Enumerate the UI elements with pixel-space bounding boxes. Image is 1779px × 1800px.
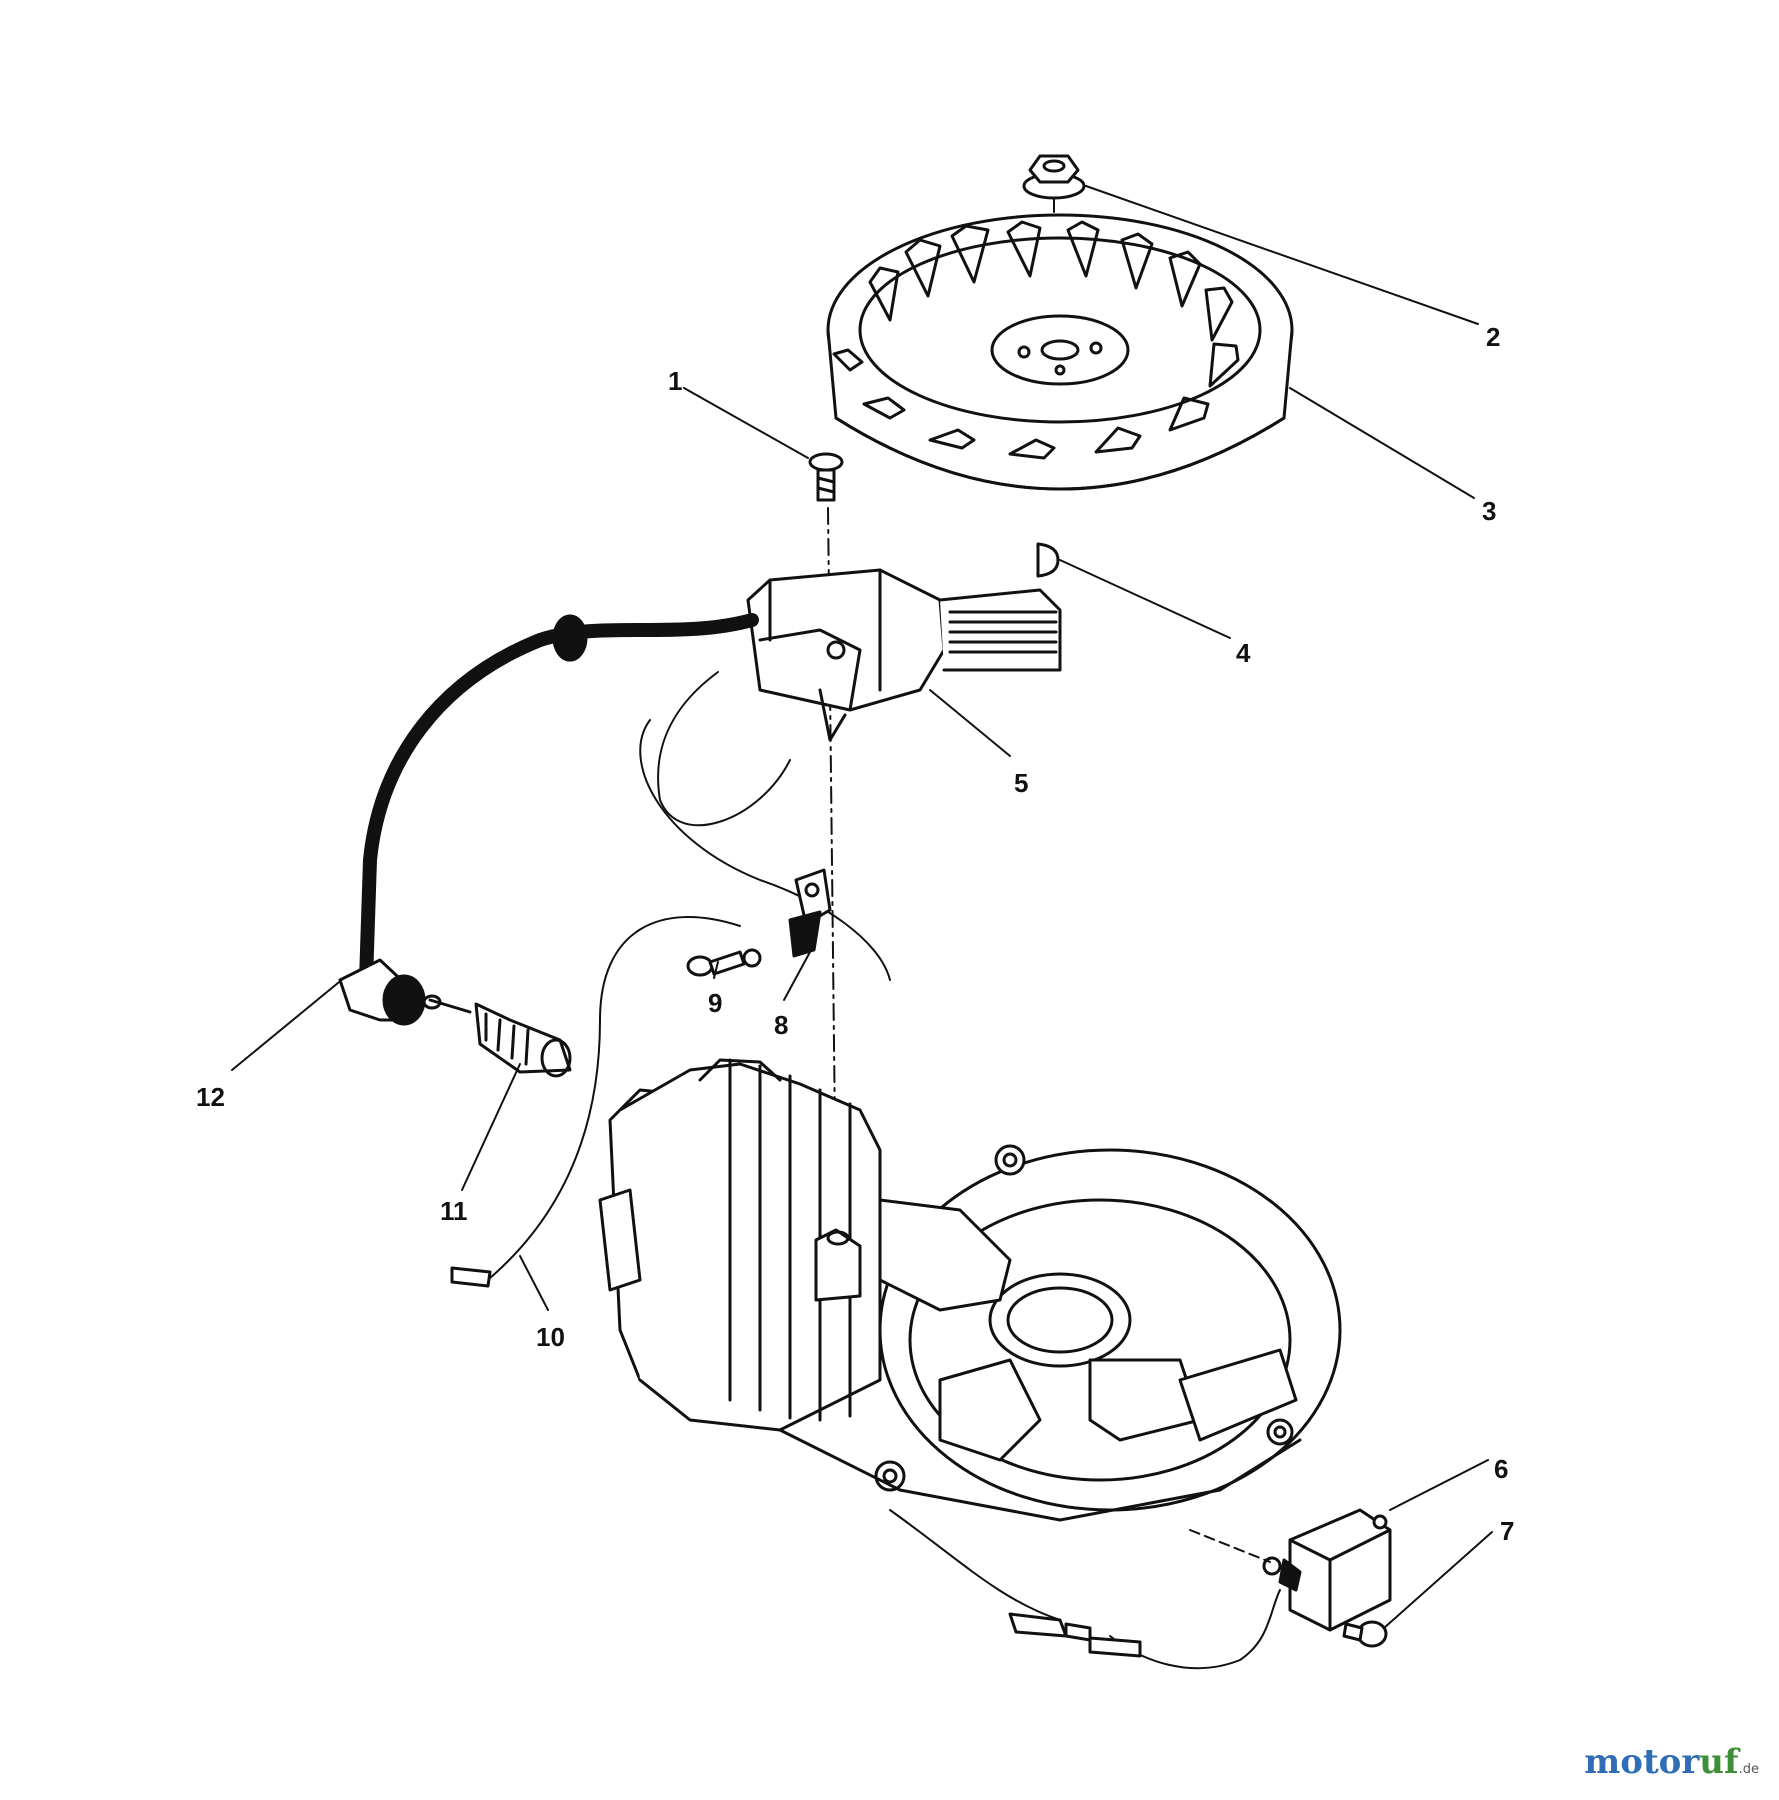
watermark-suffix: .de [1738, 1762, 1759, 1777]
callout-label-5: 5 [1014, 768, 1028, 798]
module-ground-wire [657, 671, 791, 827]
leader-9 [713, 961, 719, 979]
screw-part-1 [808, 452, 844, 502]
callout-label-6: 6 [1494, 1454, 1508, 1484]
callout-label-12: 12 [196, 1082, 225, 1112]
spark-plug [422, 994, 572, 1078]
watermark-part1: motor [1584, 1742, 1700, 1782]
callout-label-9: 9 [708, 988, 722, 1018]
leader-lines [231, 185, 1493, 1629]
ignition-module [746, 568, 1062, 742]
engine-block [598, 1058, 1342, 1522]
callout-labels: 1 2 3 4 5 6 7 8 9 10 11 12 [196, 322, 1514, 1546]
watermark-part2: uf [1699, 1742, 1739, 1782]
flange-nut [1022, 154, 1086, 200]
callout-label-2: 2 [1486, 322, 1500, 352]
leader-7 [1383, 1531, 1493, 1629]
switch-alignment-line [1189, 1529, 1271, 1563]
leader-4 [1059, 559, 1231, 639]
watermark-logo: motoruf.de [1584, 1742, 1759, 1782]
leader-10 [519, 1255, 549, 1311]
leader-2 [1085, 185, 1479, 325]
bullet-connector [1008, 1612, 1142, 1658]
leader-11 [461, 1063, 521, 1191]
screw-part-7 [1342, 1620, 1388, 1648]
callout-label-3: 3 [1482, 496, 1496, 526]
flywheel-key [1036, 542, 1060, 578]
callout-label-1: 1 [668, 366, 682, 396]
callout-label-7: 7 [1500, 1516, 1514, 1546]
leader-6 [1389, 1459, 1489, 1511]
leader-3 [1289, 387, 1475, 499]
ground-wire [489, 916, 741, 1279]
leader-8 [783, 951, 811, 1001]
leader-5 [929, 689, 1011, 757]
switch-wire [889, 1509, 1281, 1670]
screw-part-9 [686, 948, 762, 977]
ground-wire-terminal [450, 1266, 492, 1288]
spark-plug-lead [338, 613, 759, 1026]
callout-label-4: 4 [1236, 638, 1251, 668]
ground-clip [788, 868, 832, 958]
leader-12 [231, 977, 345, 1071]
flywheel [826, 213, 1294, 491]
callout-label-11: 11 [440, 1196, 468, 1226]
callout-label-10: 10 [536, 1322, 565, 1352]
shutoff-switch [1262, 1508, 1392, 1632]
callout-label-8: 8 [774, 1010, 788, 1040]
leader-1 [683, 387, 809, 459]
